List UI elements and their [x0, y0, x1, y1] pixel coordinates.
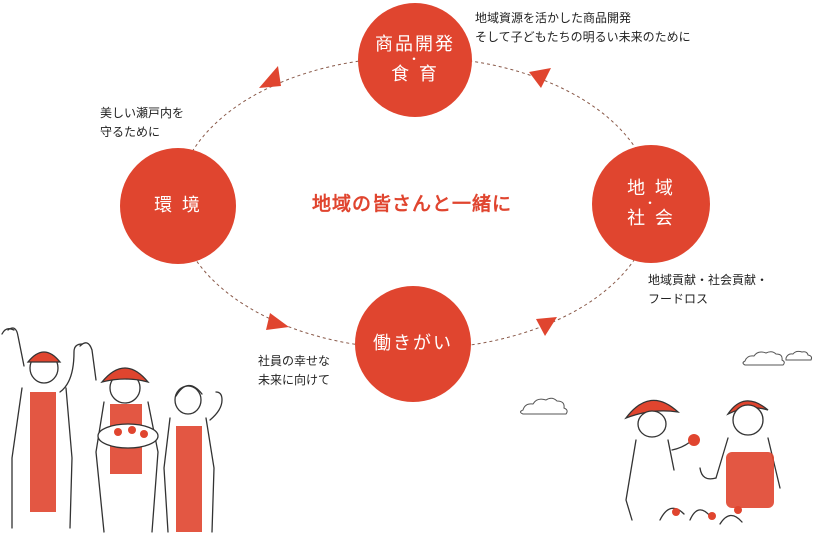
node-bottom-line1: 働きがい	[373, 332, 453, 354]
node-right-line2: 社 会	[627, 207, 675, 229]
arrow-bottom-left	[266, 313, 289, 330]
note-top: 地域資源を活かした商品開発 そして子どもたちの明るい未来のために	[475, 9, 691, 46]
arrow-top-right	[529, 68, 551, 88]
note-bottom-line2: 未来に向けて	[258, 372, 331, 387]
node-community: 地 域 ・ 社 会	[592, 145, 710, 263]
node-top-line1: 商品開発	[375, 33, 455, 55]
node-job-satisfaction: 働きがい	[355, 286, 471, 402]
node-environment: 環 境	[120, 148, 236, 264]
note-bottom: 社員の幸せな 未来に向けて	[258, 352, 330, 389]
node-top-line2: 食 育	[391, 63, 439, 85]
group-of-workers-illustration	[1, 327, 223, 533]
note-right: 地域貢献・社会貢献・ フードロス	[648, 271, 768, 308]
arrow-top-left	[259, 66, 281, 88]
cloud-icon	[520, 397, 568, 415]
note-bottom-line1: 社員の幸せな	[258, 354, 331, 368]
note-left-line2: 守るために	[100, 124, 161, 139]
note-left: 美しい瀬戸内を 守るために	[100, 104, 184, 141]
node-top-dot: ・	[407, 52, 422, 67]
note-right-line1: 地域貢献・社会貢献・	[648, 273, 769, 287]
node-product-development: 商品開発 ・ 食 育	[358, 3, 472, 117]
node-right-line1: 地 域	[627, 177, 675, 199]
center-title: 地域の皆さんと一緒に	[311, 193, 512, 215]
note-left-line1: 美しい瀬戸内を	[100, 106, 185, 120]
note-top-line2: そして子どもたちの明るい未来のために	[475, 29, 691, 44]
note-top-line1: 地域資源を活かした商品開発	[475, 11, 632, 25]
arrow-bottom-right	[536, 317, 557, 336]
vegetable-harvest-illustration	[624, 399, 781, 525]
cloud-icon	[742, 350, 813, 366]
node-right-dot: ・	[643, 196, 658, 211]
note-right-line2: フードロス	[648, 291, 709, 306]
node-left-line1: 環 境	[154, 194, 202, 216]
